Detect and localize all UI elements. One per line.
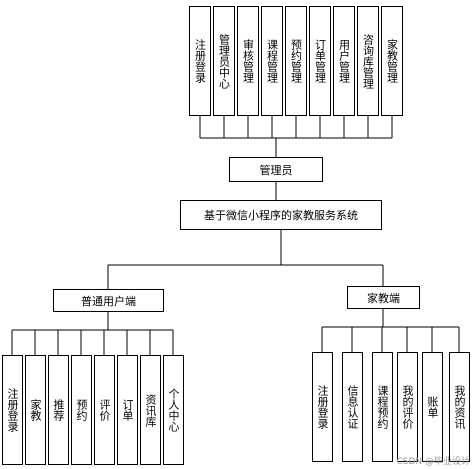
admin-module-box: 家教管理 (381, 6, 403, 116)
tutor-role-box: 家教端 (347, 286, 420, 309)
admin-module-box: 咨询库管理 (357, 6, 379, 116)
user-module-box: 个人中心 (163, 355, 184, 465)
tutor-module-box: 信息认证 (342, 352, 363, 462)
user-module-box: 家教 (25, 355, 46, 465)
tutor-module-box: 账单 (422, 352, 443, 462)
user-module-box: 推荐 (48, 355, 69, 465)
admin-module-box: 注册登录 (189, 6, 211, 116)
admin-module-box: 订单管理 (309, 6, 331, 116)
watermark: CSDN @毕业设计 (396, 457, 470, 467)
tutor-module-box: 课程预约 (372, 352, 393, 462)
admin-box: 管理员 (229, 157, 323, 182)
user-module-box: 评价 (94, 355, 115, 465)
tutor-module-box: 注册登录 (312, 352, 333, 462)
admin-module-box: 课程管理 (261, 6, 283, 116)
user-module-box: 订单 (117, 355, 138, 465)
system-box: 基于微信小程序的家教服务系统 (180, 200, 382, 230)
tutor-module-box: 我的资讯 (449, 352, 470, 462)
admin-module-box: 用户管理 (333, 6, 355, 116)
admin-module-box: 管理员中心 (213, 6, 235, 116)
user-module-box: 资讯库 (140, 355, 161, 465)
admin-module-box: 预约管理 (285, 6, 307, 116)
tutor-module-box: 我的评价 (397, 352, 418, 462)
admin-module-box: 审核管理 (237, 6, 259, 116)
user-role-box: 普通用户端 (53, 289, 164, 312)
user-module-box: 预约 (71, 355, 92, 465)
user-module-box: 注册登录 (2, 355, 23, 465)
